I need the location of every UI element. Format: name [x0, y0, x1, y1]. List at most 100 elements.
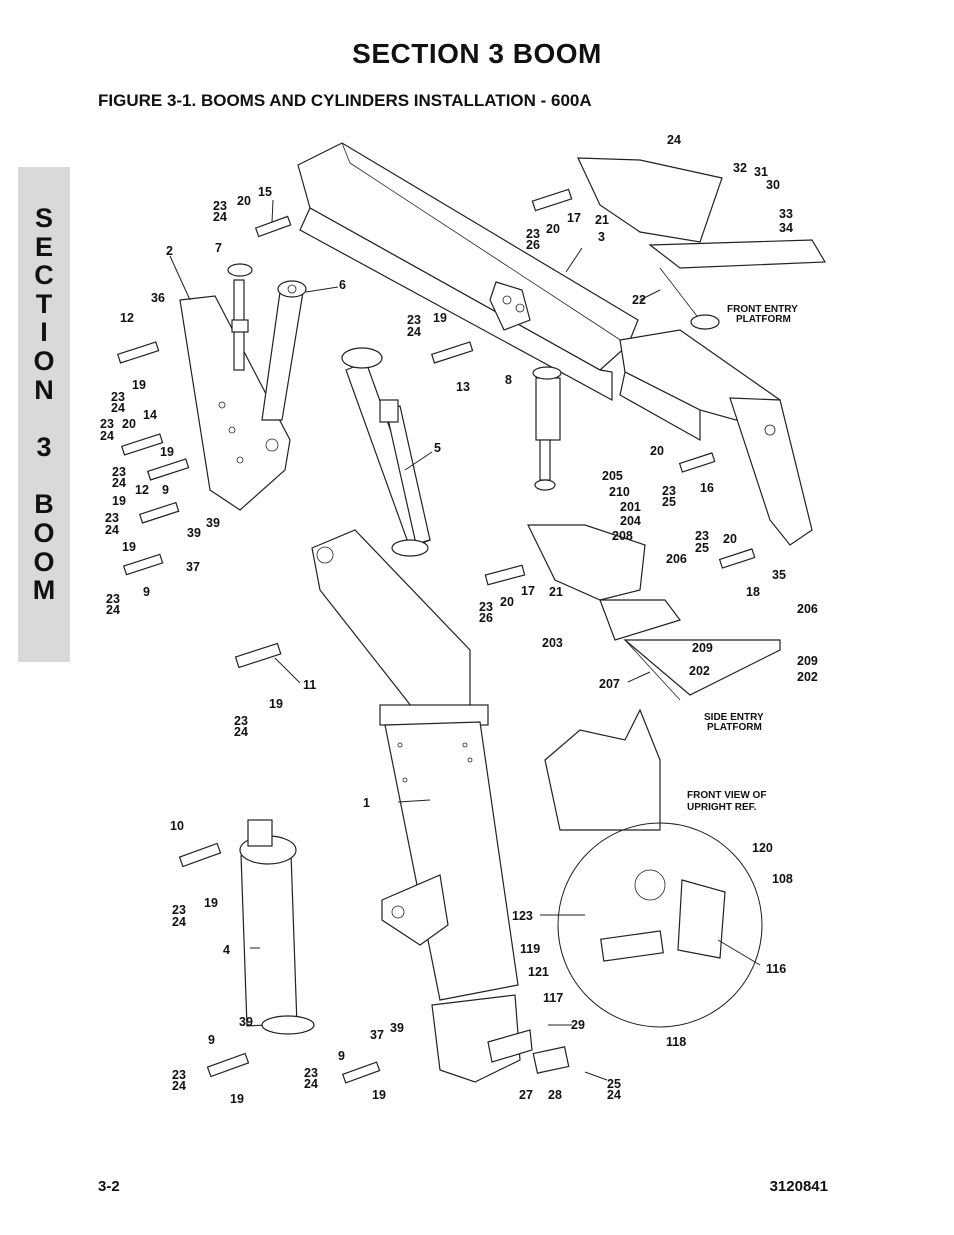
base-part [431, 994, 570, 1083]
callout-label: 207 [599, 677, 620, 691]
callout-label: 205 [602, 469, 623, 483]
callout-label: 13 [456, 380, 470, 394]
callout-label: 24 [304, 1077, 318, 1091]
boom-extension-part [619, 329, 813, 546]
callout-label: 11 [303, 678, 316, 692]
leader-lines [169, 199, 761, 1081]
callout-label: 25 [695, 541, 709, 555]
callout-label: 118 [666, 1035, 686, 1049]
cylinder-8-part [532, 366, 562, 491]
callout-label: 23 [172, 903, 186, 917]
callout-label: 33 [779, 207, 793, 221]
callout-label: 8 [505, 373, 512, 387]
callout-label: 19 [372, 1088, 386, 1102]
callout-label: 28 [548, 1088, 562, 1102]
callout-label: 210 [609, 485, 630, 499]
section-title: SECTION 3 BOOM [352, 38, 602, 69]
callout-label: 24 [607, 1088, 621, 1102]
callout-label: 20 [122, 417, 136, 431]
callout-label: 19 [204, 896, 218, 910]
callout-label: 23 [105, 511, 119, 525]
callout-label: 31 [754, 165, 768, 179]
callout-label: 24 [105, 523, 119, 537]
callout-label: 18 [746, 585, 760, 599]
note-label: UPRIGHT REF. [687, 802, 757, 813]
callout-label: 204 [620, 514, 641, 528]
callout-label: 203 [542, 636, 563, 650]
callout-label: 23 [304, 1066, 318, 1080]
callout-label: 19 [269, 697, 283, 711]
callout-label: 9 [208, 1033, 215, 1047]
pin-parts [116, 215, 756, 1084]
callout-label: 15 [258, 185, 272, 199]
callout-label: 208 [612, 529, 633, 543]
callout-label: 206 [666, 552, 687, 566]
callout-label: 34 [779, 221, 793, 235]
callout-label: 2 [166, 244, 173, 258]
tower-boom-part [311, 529, 519, 1001]
callout-label: 14 [143, 408, 157, 422]
callout-label: 1 [363, 796, 370, 810]
cylinder-6-part [261, 280, 307, 421]
callout-label: 39 [206, 516, 220, 530]
callout-label: 20 [723, 532, 737, 546]
callout-label: 36 [151, 291, 165, 305]
callout-label: 9 [162, 483, 169, 497]
front-entry-platform-part [531, 157, 827, 330]
callout-label: 20 [237, 194, 251, 208]
side-tab-letter: T [35, 289, 53, 319]
callout-label: 23 [407, 313, 421, 327]
callout-label: 12 [135, 483, 149, 497]
callout-label: 209 [692, 641, 713, 655]
callout-label: 209 [797, 654, 818, 668]
callout-label: 123 [512, 909, 533, 923]
callout-label: 29 [571, 1018, 585, 1032]
callout-label: 10 [170, 819, 184, 833]
callout-label: 25 [607, 1077, 621, 1091]
callout-label: 23 [695, 529, 709, 543]
callout-label: 24 [106, 603, 120, 617]
callout-label: 21 [549, 585, 563, 599]
side-tab-letter: N [34, 375, 54, 405]
side-entry-platform-part [484, 524, 781, 701]
side-tab-letter: E [34, 232, 53, 262]
side-tab-letter: I [40, 317, 48, 347]
callout-label: 23 [106, 592, 120, 606]
callout-label: 7 [215, 241, 222, 255]
note-label: SIDE ENTRY [704, 712, 764, 723]
side-tab-letter: M [32, 575, 56, 605]
lift-cylinder-5-part [341, 347, 431, 557]
callout-label: 23 [172, 1068, 186, 1082]
callout-label: 30 [766, 178, 780, 192]
callout-label: 19 [230, 1092, 244, 1106]
callout-label: 20 [546, 222, 560, 236]
callout-label: 9 [143, 585, 150, 599]
callout-label: 121 [528, 965, 549, 979]
callout-label: 23 [662, 484, 676, 498]
callout-label: 19 [433, 311, 447, 325]
note-label: FRONT VIEW OF [687, 790, 766, 801]
callout-label: 37 [186, 560, 200, 574]
callout-label: 35 [772, 568, 786, 582]
callout-label: 24 [407, 325, 421, 339]
callout-label: 19 [122, 540, 136, 554]
side-tab-letter: O [33, 346, 55, 376]
callout-label: 119 [520, 942, 540, 956]
callout-label: 39 [187, 526, 201, 540]
callout-label: 17 [521, 584, 535, 598]
callout-label: 202 [689, 664, 710, 678]
callout-label: 22 [632, 293, 646, 307]
callout-label: 5 [434, 441, 441, 455]
section-side-tab: S E C T I O N 3 B O O M [18, 167, 70, 662]
callout-label: 12 [120, 311, 134, 325]
document-number: 3120841 [769, 1178, 828, 1195]
callout-label: 3 [598, 230, 605, 244]
callout-label: 27 [519, 1088, 533, 1102]
callout-label: 19 [112, 494, 126, 508]
callout-label: 39 [390, 1021, 404, 1035]
callout-label: 26 [526, 238, 540, 252]
callout-label: 20 [500, 595, 514, 609]
cylinder-4-part [239, 819, 315, 1035]
callout-label: 32 [733, 161, 747, 175]
callout-label: 26 [479, 611, 493, 625]
